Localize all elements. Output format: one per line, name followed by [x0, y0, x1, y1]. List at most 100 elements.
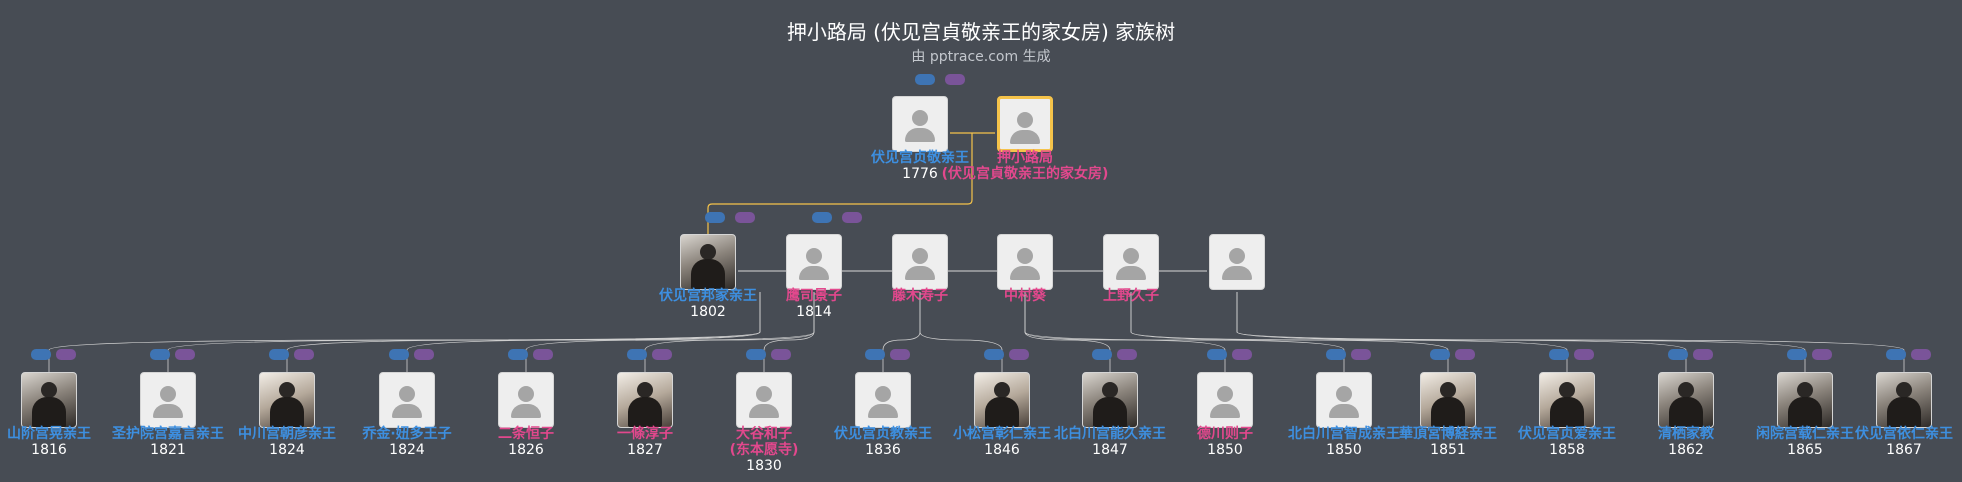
person-name[interactable]: 圣护院宫嘉言亲王 — [112, 426, 224, 442]
father-link-pill[interactable] — [627, 349, 647, 360]
avatar-head — [279, 382, 295, 398]
mother-link-pill[interactable] — [1693, 349, 1713, 360]
person-photo[interactable] — [1876, 372, 1932, 428]
person-name[interactable]: 乔金·妞多王子 — [362, 426, 452, 442]
person-name[interactable]: 小松宫彰仁亲王 — [953, 426, 1051, 442]
person-photo[interactable] — [21, 372, 77, 428]
person-name[interactable]: 伏见宫贞爱亲王 — [1518, 426, 1616, 442]
person-name[interactable]: 北白川宫能久亲王 — [1054, 426, 1166, 442]
mother-link-pill[interactable] — [890, 349, 910, 360]
person-photo[interactable] — [974, 372, 1030, 428]
mother-link-pill[interactable] — [1574, 349, 1594, 360]
person-birth-year: 1816 — [31, 442, 67, 458]
father-link-pill[interactable] — [269, 349, 289, 360]
person-avatar-icon[interactable] — [498, 372, 554, 428]
mother-link-pill[interactable] — [771, 349, 791, 360]
person-name[interactable]: 伏见宫依仁亲王 — [1855, 426, 1953, 442]
person-name[interactable]: 中川宫朝彦亲王 — [238, 426, 336, 442]
father-link-pill[interactable] — [1668, 349, 1688, 360]
person-avatar-icon[interactable] — [997, 234, 1053, 290]
person-avatar-icon[interactable] — [1209, 234, 1265, 290]
person-name[interactable]: 伏见宫贞敬亲王 — [871, 150, 969, 166]
mother-link-pill[interactable] — [294, 349, 314, 360]
person-name[interactable]: 上野久子 — [1103, 288, 1159, 304]
person-birth-year: 1824 — [269, 442, 305, 458]
person-photo[interactable] — [1777, 372, 1833, 428]
person-birth-year: 1814 — [796, 304, 832, 320]
mother-link-pill[interactable] — [735, 212, 755, 223]
person-photo[interactable] — [1658, 372, 1714, 428]
person-avatar-icon[interactable] — [892, 234, 948, 290]
mother-link-pill[interactable] — [1117, 349, 1137, 360]
person-name[interactable]: 山阶宫晃亲王 — [7, 426, 91, 442]
father-link-pill[interactable] — [812, 212, 832, 223]
person-photo[interactable] — [617, 372, 673, 428]
person-name[interactable]: 德川则子 — [1197, 426, 1253, 442]
father-link-pill[interactable] — [984, 349, 1004, 360]
father-link-pill[interactable] — [508, 349, 528, 360]
father-link-pill[interactable] — [1326, 349, 1346, 360]
person-avatar-icon[interactable] — [997, 96, 1053, 152]
mother-link-pill[interactable] — [56, 349, 76, 360]
person-name[interactable]: 清栖家教 — [1658, 426, 1714, 442]
father-link-pill[interactable] — [389, 349, 409, 360]
mother-link-pill[interactable] — [1009, 349, 1029, 360]
person-name[interactable]: 押小路局 — [997, 150, 1053, 166]
mother-link-pill[interactable] — [1911, 349, 1931, 360]
mother-link-pill[interactable] — [842, 212, 862, 223]
mother-link-pill[interactable] — [533, 349, 553, 360]
person-name[interactable]: 鹰司景子 — [786, 288, 842, 304]
father-link-pill[interactable] — [1430, 349, 1450, 360]
mother-link-pill[interactable] — [175, 349, 195, 360]
person-photo[interactable] — [680, 234, 736, 290]
mother-link-pill[interactable] — [1351, 349, 1371, 360]
person-photo[interactable] — [1082, 372, 1138, 428]
father-link-pill[interactable] — [1207, 349, 1227, 360]
person-name[interactable]: 華頂宮博経亲王 — [1399, 426, 1497, 442]
avatar-head — [1102, 382, 1118, 398]
father-link-pill[interactable] — [865, 349, 885, 360]
person-name[interactable]: 中村葵 — [1004, 288, 1046, 304]
person-name[interactable]: 二条恒子 — [498, 426, 554, 442]
avatar-head — [1336, 386, 1352, 402]
person-name[interactable]: 藤木寿子 — [892, 288, 948, 304]
avatar-body — [905, 266, 935, 280]
person-avatar-icon[interactable] — [1316, 372, 1372, 428]
person-birth-year: 1827 — [627, 442, 663, 458]
mother-link-pill[interactable] — [652, 349, 672, 360]
mother-link-pill[interactable] — [1232, 349, 1252, 360]
person-name[interactable]: 一條淳子 — [617, 426, 673, 442]
person-avatar-icon[interactable] — [379, 372, 435, 428]
person-birth-year: 1847 — [1092, 442, 1128, 458]
person-name[interactable]: 大谷和子 — [736, 426, 792, 442]
person-avatar-icon[interactable] — [1103, 234, 1159, 290]
father-link-pill[interactable] — [1549, 349, 1569, 360]
person-avatar-icon[interactable] — [1197, 372, 1253, 428]
father-link-pill[interactable] — [150, 349, 170, 360]
person-name[interactable]: 北白川宫智成亲王 — [1288, 426, 1400, 442]
father-link-pill[interactable] — [1886, 349, 1906, 360]
mother-link-pill[interactable] — [1812, 349, 1832, 360]
person-photo[interactable] — [1420, 372, 1476, 428]
avatar-head — [399, 386, 415, 402]
person-name[interactable]: 伏见宫邦家亲王 — [659, 288, 757, 304]
person-photo[interactable] — [259, 372, 315, 428]
father-link-pill[interactable] — [915, 74, 935, 85]
person-photo[interactable] — [1539, 372, 1595, 428]
mother-link-pill[interactable] — [945, 74, 965, 85]
person-avatar-icon[interactable] — [892, 96, 948, 152]
person-avatar-icon[interactable] — [140, 372, 196, 428]
father-link-pill[interactable] — [1787, 349, 1807, 360]
person-name[interactable]: 伏见宫贞教亲王 — [834, 426, 932, 442]
person-avatar-icon[interactable] — [855, 372, 911, 428]
person-name[interactable]: 闲院宫载仁亲王 — [1756, 426, 1854, 442]
page-title: 押小路局 (伏见宫貞敬亲王的家女房) 家族树 — [786, 20, 1176, 44]
mother-link-pill[interactable] — [414, 349, 434, 360]
mother-link-pill[interactable] — [1455, 349, 1475, 360]
father-link-pill[interactable] — [1092, 349, 1112, 360]
person-avatar-icon[interactable] — [786, 234, 842, 290]
father-link-pill[interactable] — [746, 349, 766, 360]
father-link-pill[interactable] — [705, 212, 725, 223]
person-avatar-icon[interactable] — [736, 372, 792, 428]
father-link-pill[interactable] — [31, 349, 51, 360]
